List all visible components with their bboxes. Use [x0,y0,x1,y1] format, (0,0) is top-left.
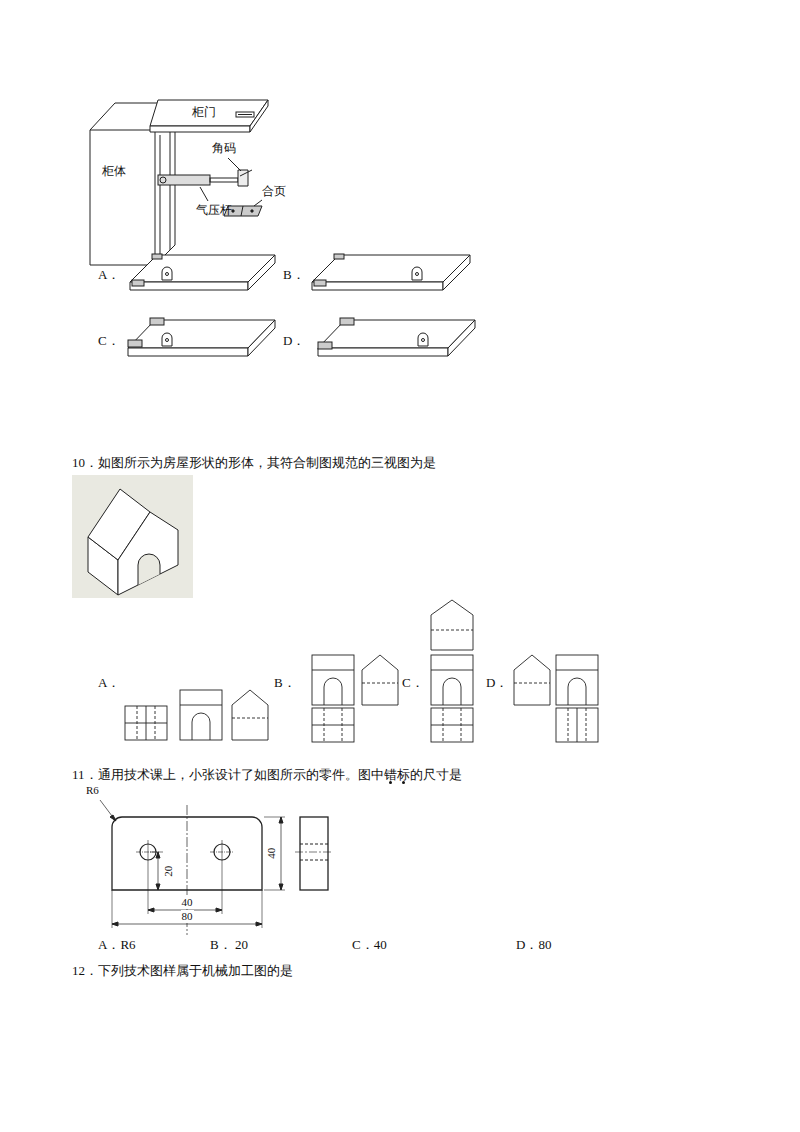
dimension-label: 20 [162,865,175,876]
part-label: 气压杆 [196,204,232,218]
dimension-label: 40 [181,896,194,909]
part-drawing [100,800,333,935]
option-letter: C． [402,676,424,691]
option-letter: B． [274,676,296,691]
part-label: 柜体 [102,165,126,179]
dimension-label: 80 [181,910,194,923]
option-letter: B． [283,268,305,283]
cabinet-figure [90,100,268,265]
option-letter: D． [486,676,508,691]
option-letter: A． [98,268,120,283]
option-letter: D． [283,334,305,349]
question-text: 12．下列技术图样属于机械加工图的是 [72,964,293,979]
three-views [125,600,598,742]
option-text: B． 20 [210,938,248,953]
question-text: 10．如图所示为房屋形状的形体，其符合制图规范的三视图为是 [72,456,436,471]
option-letter: C． [98,334,120,349]
emphasis-dot [389,781,392,784]
dimension-label: 40 [265,847,278,858]
option-text: C．40 [352,938,387,953]
part-label: 合页 [262,185,286,199]
part-label: 柜门 [192,106,216,120]
option-boards [128,254,475,356]
dimension-label: R6 [86,784,99,797]
option-letter: A． [98,676,120,691]
option-text: D．80 [516,938,551,953]
emphasis-dot [402,781,405,784]
option-text: A．R6 [98,938,136,953]
house-figure [72,475,193,598]
part-label: 角码 [212,142,236,156]
